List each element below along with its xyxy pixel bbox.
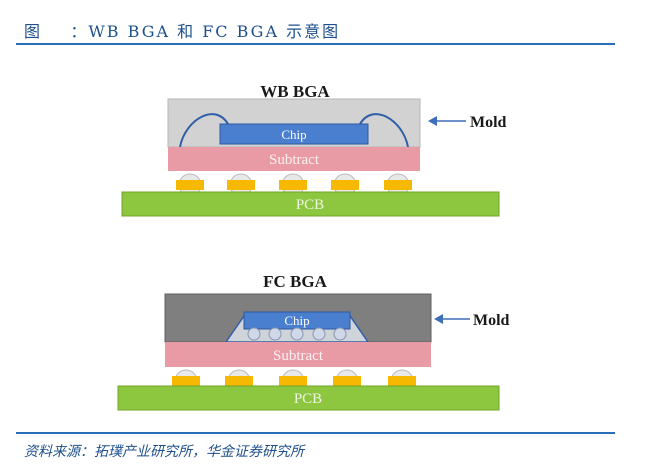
fc-bump: [247, 327, 261, 341]
wb-bond-wire-left: [179, 113, 229, 148]
fc-solder-pad: [279, 376, 307, 386]
fc-solder-pad: [225, 376, 253, 386]
fc-mold-label: Mold: [473, 312, 510, 329]
fc-bump: [290, 327, 304, 341]
fc-chip-label: Chip: [284, 313, 309, 328]
fc-pcb: [117, 385, 500, 411]
fc-substrate-label: Subtract: [273, 348, 324, 364]
source-note: 资料来源：拓璞产业研究所，华金证券研究所: [24, 444, 304, 460]
fc-solder-pad: [333, 376, 361, 386]
wb-solder-pad: [384, 180, 412, 190]
wb-solder-pad: [176, 180, 204, 190]
fc-pcb-label: PCB: [294, 391, 322, 407]
fc-substrate: [165, 342, 431, 367]
fc-bga-title: FC BGA: [263, 272, 327, 291]
wb-bond-wire-right: [359, 113, 409, 148]
wb-substrate: [168, 147, 420, 171]
fc-bump: [268, 327, 282, 341]
fc-bump: [312, 327, 326, 341]
wb-pcb-label: PCB: [296, 197, 324, 213]
fc-bga-diagram: FC BGA Chip Subtract: [117, 272, 510, 411]
wb-solder-balls: [176, 173, 412, 197]
wb-chip-label: Chip: [281, 127, 306, 142]
footer-divider: [16, 432, 615, 434]
wb-bga-diagram: WB BGA Chip Subtract: [121, 82, 507, 217]
title-divider: [16, 43, 615, 45]
fc-solder-pad: [388, 376, 416, 386]
wb-solder-pad: [227, 180, 255, 190]
wb-mold-label: Mold: [470, 114, 507, 131]
wb-chip: [219, 123, 369, 145]
wb-bga-title: WB BGA: [260, 82, 330, 101]
wb-substrate-label: Subtract: [269, 152, 320, 168]
wb-mold-arrow-head: [428, 116, 437, 126]
fc-bumps: [247, 327, 347, 341]
wb-solder-pad: [279, 180, 307, 190]
wb-pcb: [121, 191, 500, 217]
wb-solder-pad: [331, 180, 359, 190]
fc-mold-arrow-head: [434, 314, 443, 324]
figure-title: 图 ：WB BGA 和 FC BGA 示意图: [24, 22, 341, 41]
fc-solder-pad: [172, 376, 200, 386]
fc-bump: [333, 327, 347, 341]
